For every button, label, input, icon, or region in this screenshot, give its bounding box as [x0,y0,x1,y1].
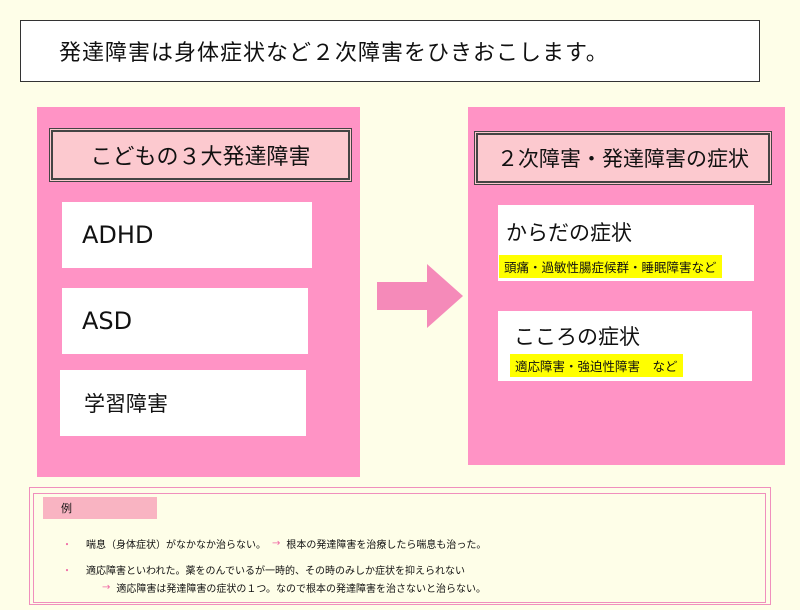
body-symptoms-title: からだの症状 [506,221,632,245]
bullet-icon: ・ [62,566,72,577]
example-frame-outer [29,487,771,605]
mind-symptoms-examples: 適応障害・強迫性障害 など [510,354,683,377]
arrow-icon: → [102,582,111,593]
body-symptoms-examples: 頭痛・過敏性腸症候群・睡眠障害など [499,255,722,278]
example-line-1-text: 喘息（身体症状）がなかなか治らない。 [86,540,266,551]
secondary-symptoms-header: ２次障害・発達障害の症状 [474,131,772,185]
example-label: 例 [43,497,157,519]
example-line-1-result: 根本の発達障害を治療したら喘息も治った。 [286,540,487,551]
disorder-item-learning: 学習障害 [60,370,306,436]
example-line-3-text: 適応障害は発達障害の症状の１つ。なので根本の発達障害を治さないと治らない。 [116,584,486,595]
example-line-1: ・ 喘息（身体症状）がなかなか治らない。 → 根本の発達障害を治療したら喘息も治… [62,536,486,551]
example-frame-inner [33,493,766,603]
body-symptoms-box: からだの症状 頭痛・過敏性腸症候群・睡眠障害など [498,205,754,281]
page-title: 発達障害は身体症状など２次障害をひきおこします。 [20,20,760,82]
example-line-2-text: 適応障害といわれた。薬をのんでいるが一時的、その時のみしか症状を抑えられない [86,566,465,577]
mind-symptoms-title: こころの症状 [514,325,640,349]
disorder-item-asd: ASD [62,288,308,354]
bullet-icon: ・ [62,540,72,551]
developmental-disorders-header: こどもの３大発達障害 [49,128,352,182]
disorder-item-adhd: ADHD [62,202,312,268]
right-arrow-icon [377,264,463,328]
example-line-3: → 適応障害は発達障害の症状の１つ。なので根本の発達障害を治さないと治らない。 [96,580,486,595]
example-line-2: ・ 適応障害といわれた。薬をのんでいるが一時的、その時のみしか症状を抑えられない [62,562,465,577]
arrow-icon: → [272,538,281,549]
mind-symptoms-box: こころの症状 適応障害・強迫性障害 など [498,311,752,381]
